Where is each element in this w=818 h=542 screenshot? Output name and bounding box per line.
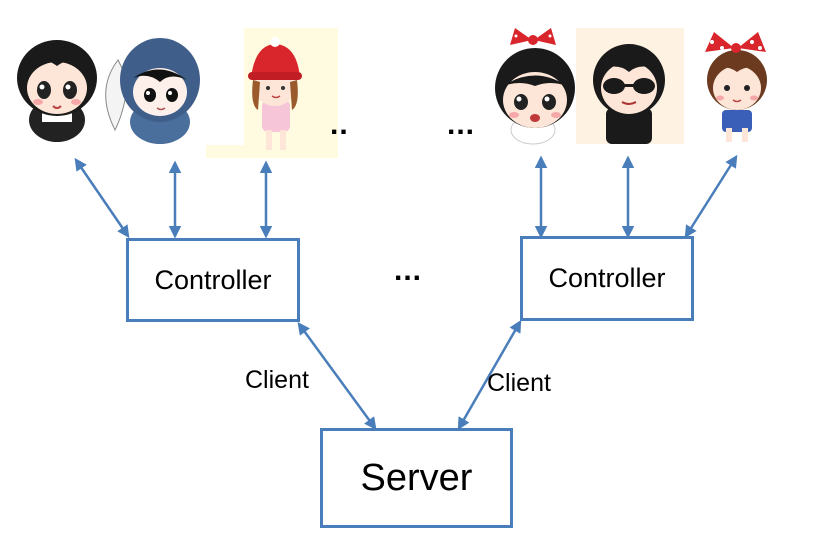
arrow-controller2-server bbox=[457, 319, 522, 431]
connection-arrows bbox=[74, 154, 738, 431]
controller-box-left: Controller bbox=[126, 238, 300, 322]
arrow-user1-controller1 bbox=[74, 157, 130, 239]
controller-label: Controller bbox=[548, 263, 666, 293]
arrow-controller1-server bbox=[297, 321, 377, 431]
cartoon-girl-black-hair-icon bbox=[17, 40, 97, 142]
cartoon-boy-blue-bunny-hood-icon bbox=[105, 38, 200, 144]
server-box: Server bbox=[320, 428, 513, 528]
client-link-label-left: Client bbox=[245, 366, 309, 394]
cartoon-boy-sunglasses-icon bbox=[576, 28, 684, 144]
controllers-ellipsis: ... bbox=[394, 254, 423, 287]
controller-box-right: Controller bbox=[520, 236, 694, 321]
arrow-user6-controller2 bbox=[684, 154, 738, 239]
users-ellipsis-right: ... bbox=[447, 108, 476, 141]
client-link-label-right: Client bbox=[487, 369, 551, 397]
server-label: Server bbox=[360, 456, 473, 499]
users-ellipsis-left: .. bbox=[330, 108, 349, 141]
controller-label: Controller bbox=[154, 264, 272, 295]
cartoon-girl-red-hat-icon bbox=[206, 28, 338, 158]
cartoon-girl-red-bow-icon bbox=[495, 28, 575, 145]
cartoon-girl-polka-dot-bow-icon bbox=[705, 32, 767, 142]
